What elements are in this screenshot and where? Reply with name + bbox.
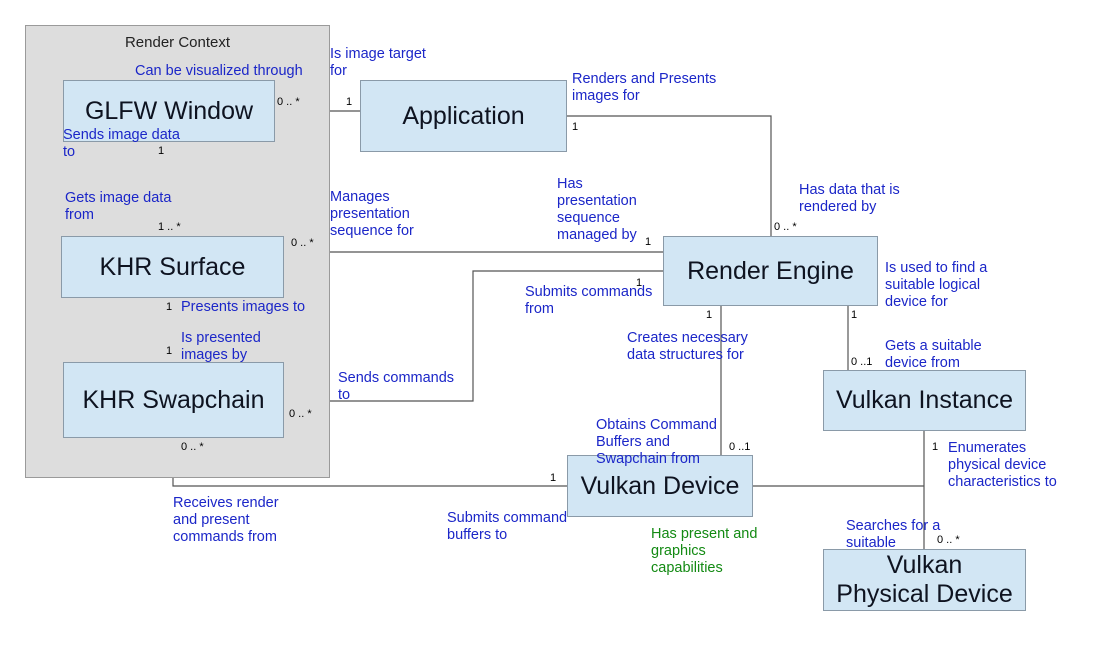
mult-engine-swapchain: 1 — [636, 277, 643, 289]
mult-engine-device: 1 — [706, 309, 713, 321]
mult-swapchain-engine: 0 .. * — [289, 408, 312, 420]
node-khr-surface[interactable]: KHR Surface — [61, 236, 284, 298]
label-gets-image-data: Gets image data from — [65, 190, 172, 223]
label-submits-commands-from: Submits commands from — [525, 284, 653, 317]
mult-instance-physical: 1 — [932, 441, 939, 453]
node-render-engine[interactable]: Render Engine — [663, 236, 878, 306]
label-submits-buffers: Submits command buffers to — [447, 510, 568, 543]
label-can-be-visualized: Can be visualized through — [135, 63, 303, 79]
mult-swapchain-device: 0 .. * — [181, 441, 204, 453]
node-application[interactable]: Application — [360, 80, 567, 152]
mult-instance-engine: 0 ..1 — [851, 356, 873, 368]
mult-engine-surface: 1 — [645, 236, 652, 248]
mult-app-glfw: 1 — [346, 96, 353, 108]
label-gets-suitable-device: Gets a suitable device from — [885, 338, 982, 371]
node-vulkan-instance[interactable]: Vulkan Instance — [823, 370, 1026, 431]
edge-application-engine — [567, 115, 772, 236]
label-receives-commands: Receives render and present commands fro… — [173, 495, 279, 545]
node-glfw-window[interactable]: GLFW Window — [63, 80, 275, 142]
label-sends-image-data: Sends image data to — [63, 127, 180, 160]
container-title: Render Context — [124, 34, 231, 51]
mult-device-swapchain: 1 — [550, 472, 557, 484]
label-manages-presentation: Manages presentation sequence for — [330, 189, 414, 239]
label-creates-structures: Creates necessary data structures for — [627, 330, 748, 363]
label-obtains-buffers: Obtains Command Buffers and Swapchain fr… — [596, 417, 717, 467]
node-vulkan-device[interactable]: Vulkan Device — [567, 455, 753, 517]
edge-swapchain-engine — [284, 270, 663, 402]
label-searches-suitable: Searches for a suitable — [846, 518, 941, 551]
mult-physical-instance: 0 .. * — [937, 534, 960, 546]
mult-surface-engine: 0 .. * — [291, 237, 314, 249]
mult-app-engine: 1 — [572, 121, 579, 133]
label-has-capabilities: Has present and graphics capabilities — [651, 526, 758, 576]
label-is-presented-images: Is presented images by — [181, 330, 261, 363]
label-has-data-rendered: Has data that is rendered by — [799, 182, 900, 215]
mult-glfw-surface: 1 — [158, 145, 165, 157]
mult-swapchain-surface: 1 — [166, 345, 173, 357]
mult-surface-glfw: 1 .. * — [158, 221, 181, 233]
mult-surface-swapchain: 1 — [166, 301, 173, 313]
mult-device-engine: 0 ..1 — [729, 441, 751, 453]
label-is-image-target: Is image target for — [330, 46, 426, 79]
label-sends-commands-to: Sends commands to — [338, 370, 455, 403]
label-presents-images-to: Presents images to — [181, 299, 306, 315]
label-is-used-to-find: Is used to find a suitable logical devic… — [885, 260, 988, 310]
mult-engine-app: 0 .. * — [774, 221, 797, 233]
label-renders-and-presents: Renders and Presents images for — [572, 71, 717, 104]
label-enumerates-characteristics: Enumerates physical device characteristi… — [948, 440, 1057, 490]
mult-engine-instance: 1 — [851, 309, 858, 321]
node-vulkan-physical-device[interactable]: Vulkan Physical Device — [823, 549, 1026, 611]
node-khr-swapchain[interactable]: KHR Swapchain — [63, 362, 284, 438]
mult-glfw-app: 0 .. * — [277, 96, 300, 108]
label-has-presentation: Has presentation sequence managed by — [557, 176, 637, 243]
